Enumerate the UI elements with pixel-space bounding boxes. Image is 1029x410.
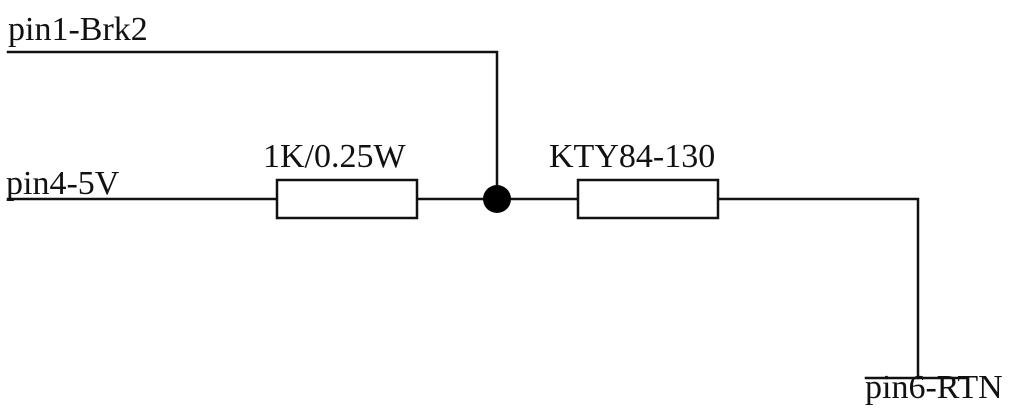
net-label-pin6-rtn: pin6-RTN: [865, 369, 1003, 406]
resistor-r1-value-label: 1K/0.25W: [263, 138, 407, 175]
net-label-pin4-5v: pin4-5V: [6, 165, 120, 202]
resistor-r2-kty84: [576, 178, 720, 220]
resistor-r1: [275, 178, 419, 220]
wire-pin1-brk2: [6, 50, 499, 201]
resistor-r2-value-label: KTY84-130: [549, 138, 715, 175]
junction-node: [483, 185, 511, 213]
net-label-pin1-brk2: pin1-Brk2: [8, 11, 148, 48]
wire-r2-pin6-rtn: [716, 197, 920, 380]
